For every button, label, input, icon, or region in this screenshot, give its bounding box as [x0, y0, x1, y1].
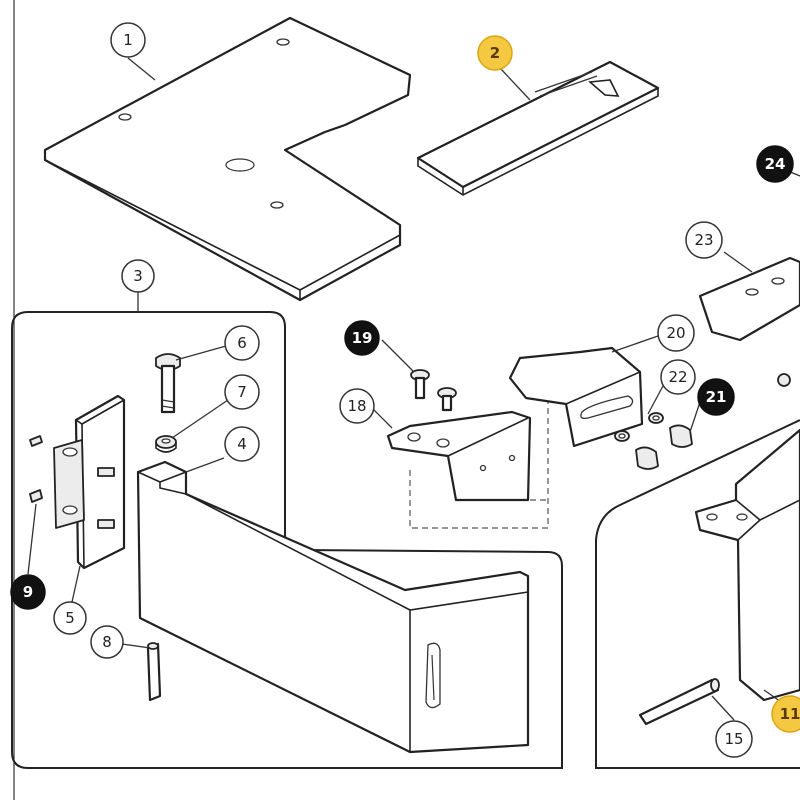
- part-11-housing: [694, 373, 800, 702]
- svg-text:6: 6: [237, 334, 247, 352]
- svg-text:15: 15: [724, 730, 743, 748]
- part-7-washer: [155, 435, 177, 453]
- callout-23: 23: [685, 221, 723, 259]
- part-19-screws: [410, 369, 457, 412]
- svg-text:5: 5: [65, 609, 75, 627]
- callout-19: 19: [344, 320, 380, 356]
- svg-text:19: 19: [352, 329, 373, 347]
- svg-text:1: 1: [123, 31, 133, 49]
- part-20-guide-plate: [508, 346, 644, 448]
- part-8-pin: [146, 642, 162, 702]
- svg-text:20: 20: [666, 324, 685, 342]
- callout-4: 4: [224, 426, 260, 462]
- part-21-22-knobs-washers: [614, 412, 693, 470]
- callout-6: 6: [224, 325, 260, 361]
- callout-1: 1: [110, 22, 146, 58]
- part-9-pins: [29, 435, 43, 503]
- part-4-l-bracket: [136, 460, 530, 754]
- group-frame-11: [595, 419, 800, 769]
- callout-20: 20: [657, 314, 695, 352]
- callout-2: 2: [477, 35, 513, 71]
- leader-lines: [27, 57, 800, 721]
- svg-text:24: 24: [765, 155, 786, 173]
- callout-5: 5: [53, 601, 87, 635]
- part-15-rod: [638, 678, 720, 726]
- svg-text:11: 11: [780, 705, 800, 723]
- svg-text:4: 4: [237, 435, 247, 453]
- callout-15: 15: [715, 720, 753, 758]
- svg-text:8: 8: [102, 633, 112, 651]
- svg-text:18: 18: [347, 397, 366, 415]
- part-18-angle-bracket: [386, 410, 532, 502]
- callout-22: 22: [660, 359, 696, 395]
- part-6-bolt: [155, 353, 181, 414]
- svg-text:21: 21: [706, 388, 727, 406]
- svg-text:3: 3: [133, 267, 143, 285]
- svg-text:2: 2: [490, 44, 500, 62]
- svg-text:7: 7: [237, 383, 247, 401]
- callout-18: 18: [339, 388, 375, 424]
- part-2-strip-plate: [416, 60, 660, 196]
- part-1-base-plate: [43, 16, 412, 302]
- callout-9: 9: [10, 574, 46, 610]
- callout-3: 3: [121, 259, 155, 293]
- part-23-small-bracket: [698, 256, 800, 342]
- callout-21: 21: [697, 378, 735, 416]
- svg-text:23: 23: [694, 231, 713, 249]
- callout-7: 7: [224, 374, 260, 410]
- group-frame-3: [11, 311, 563, 769]
- callout-24: 24: [756, 145, 794, 183]
- callout-11: 11: [771, 695, 800, 733]
- svg-text:9: 9: [23, 583, 33, 601]
- svg-text:22: 22: [668, 368, 687, 386]
- callout-8: 8: [90, 625, 124, 659]
- assembly-guide-lines: [409, 360, 549, 529]
- part-5-hinge-block: [53, 394, 126, 570]
